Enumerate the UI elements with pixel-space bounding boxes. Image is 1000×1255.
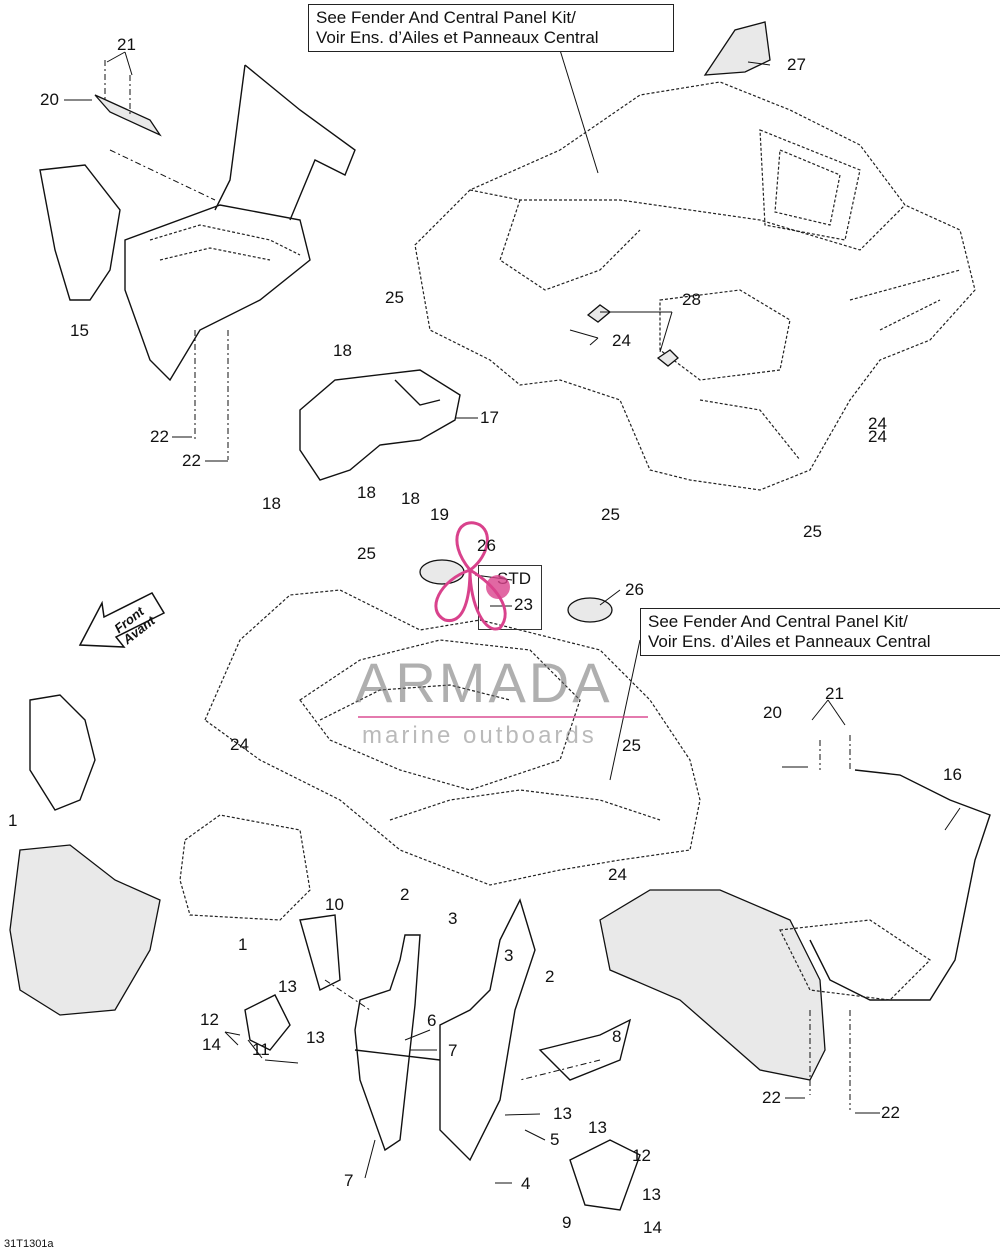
callout: 24 — [608, 865, 627, 884]
callout: 8 — [612, 1027, 622, 1046]
callout: 3 — [504, 946, 514, 965]
rear-footrest-right — [599, 769, 991, 1081]
callout: 13 — [278, 977, 297, 996]
assembly-lines — [104, 60, 851, 1110]
rear-footrest-left — [39, 64, 356, 382]
callout: 24 — [230, 735, 249, 754]
callout: 13 — [642, 1185, 661, 1204]
callout: 4 — [521, 1174, 531, 1193]
front-grille — [9, 694, 311, 1016]
leader-lines — [64, 49, 961, 1184]
kit-note-bottom-line1: See Fender And Central Panel Kit/ — [648, 612, 908, 631]
callout: 18 — [357, 483, 376, 502]
callout: 26 — [477, 536, 496, 555]
watermark-tagline: marine outboards — [362, 722, 597, 749]
callout: 18 — [401, 489, 420, 508]
callout: 21 — [117, 35, 136, 54]
callout: 25 — [357, 544, 376, 563]
callout: 24 — [612, 331, 631, 350]
callout: 24 — [868, 414, 887, 433]
callout: 16 — [943, 765, 962, 784]
watermark-logo — [434, 521, 510, 631]
front-arrow-icon — [78, 592, 166, 648]
std-box — [478, 565, 542, 630]
rear-fender-outline — [414, 81, 976, 491]
kit-note-top-line1: See Fender And Central Panel Kit/ — [316, 8, 576, 27]
callout: 24 — [868, 427, 887, 446]
callout: 2 — [545, 967, 555, 986]
callout: 9 — [562, 1213, 572, 1232]
callout: 28 — [682, 290, 701, 309]
callout: 21 — [825, 684, 844, 703]
callout: 22 — [881, 1103, 900, 1122]
callout: 22 — [150, 427, 169, 446]
callout: 25 — [622, 736, 641, 755]
callout: 19 — [430, 505, 449, 524]
callout: 17 — [480, 408, 499, 427]
callout: 6 — [427, 1011, 437, 1030]
callout: 18 — [333, 341, 352, 360]
callout: 12 — [632, 1146, 651, 1165]
callout: 11 — [252, 1040, 270, 1059]
kit-note-top: See Fender And Central Panel Kit/ Voir E… — [308, 4, 674, 52]
callout: 15 — [70, 321, 89, 340]
callout: 13 — [588, 1118, 607, 1137]
cap-26-right — [567, 597, 613, 623]
cap-27 — [703, 21, 771, 76]
callout: 22 — [182, 451, 201, 470]
kit-note-bottom-line2: Voir Ens. d’Ailes et Panneaux Central — [648, 632, 931, 651]
callout: 1 — [238, 935, 248, 954]
callout: 23 — [514, 595, 533, 614]
callout: 3 — [448, 909, 458, 928]
callout: 25 — [803, 522, 822, 541]
callout: 26 — [625, 580, 644, 599]
callout: 2 — [400, 885, 410, 904]
callout: 13 — [306, 1028, 325, 1047]
kit-note-top-line2: Voir Ens. d’Ailes et Panneaux Central — [316, 28, 599, 47]
callout: 1 — [8, 811, 18, 830]
callout: 20 — [40, 90, 59, 109]
callout: 7 — [448, 1041, 458, 1060]
callout: 22 — [762, 1088, 781, 1107]
kit-note-bottom: See Fender And Central Panel Kit/ Voir E… — [640, 608, 1000, 656]
mud-guard — [299, 369, 461, 481]
callout: 14 — [202, 1035, 221, 1054]
support-frame — [244, 898, 641, 1211]
callout: 20 — [763, 703, 782, 722]
callout: 18 — [262, 494, 281, 513]
plug-28-b — [656, 349, 679, 367]
plug-28-a — [586, 304, 612, 323]
callout: 12 — [200, 1010, 219, 1029]
callout: 7 — [344, 1171, 354, 1190]
callout: 25 — [601, 505, 620, 524]
front-arrow: Front Avant — [72, 585, 172, 665]
callout: 10 — [325, 895, 344, 914]
callout: 25 — [385, 288, 404, 307]
front-fender-outline — [204, 589, 701, 886]
callout: 5 — [550, 1130, 560, 1149]
watermark-rule — [358, 716, 648, 718]
callout: 27 — [787, 55, 806, 74]
callout: 13 — [553, 1104, 572, 1123]
watermark-brand: ARMADA — [355, 651, 613, 714]
drawing-code: 31T1301a — [4, 1238, 54, 1250]
callout: 14 — [643, 1218, 662, 1237]
